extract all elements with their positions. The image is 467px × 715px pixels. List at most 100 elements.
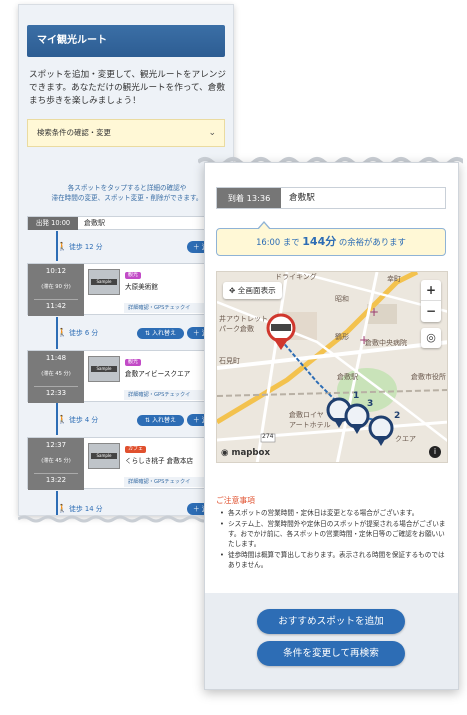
detail-link[interactable]: 詳細確認・GPSチェックイ [124,390,233,400]
walk-label: 徒歩 4 分 [69,416,99,424]
detail-link[interactable]: 詳細確認・GPSチェックイ [124,477,233,487]
info-icon[interactable]: i [429,446,441,458]
notice-pointer [258,223,270,230]
walk-icon: 🚶 [57,328,67,337]
arrival-row: 到着 13:36 倉敷駅 [216,187,446,209]
road [217,300,447,443]
divider [34,299,78,300]
start-name: 倉敷駅 [84,219,105,227]
route-marker[interactable] [344,403,370,434]
detail-link[interactable]: 詳細確認・GPSチェックイ [124,303,233,313]
map-label: 倉敷駅 [337,373,358,381]
depart-time: 11:42 [45,302,67,310]
mapbox-logo-icon: ◉ [221,448,229,458]
stay-duration: (滞在 45 分) [41,371,71,377]
note-item: 各スポットの営業時間・定休日は変更となる場合がございます。 [218,508,448,518]
walk-time: 🚶 徒歩 12 分 [57,241,103,253]
park-area [337,368,397,412]
walk-icon: 🚶 [57,242,67,251]
divider [34,386,78,387]
spot-name: 倉敷アイビースクエア [125,370,191,378]
swap-button[interactable]: ⇅ 入れ替え [137,415,184,426]
spot-time: 10:12 (滞在 90 分) 11:42 [28,264,84,316]
search-conditions-label: 検索条件の確認・変更 [37,128,111,137]
arrive-time: 10:12 [45,267,67,275]
search-conditions-toggle[interactable]: 検索条件の確認・変更 ⌄ [27,119,225,147]
map-label: クエア [395,435,416,443]
help-line-1: 各スポットをタップすると詳細の確認や [67,184,187,192]
route-list-panel: マイ観光ルート スポットを追加・変更して、観光ルートをアレンジできます。あなただ… [18,4,234,516]
walk-label: 徒歩 12 分 [69,243,103,251]
spot-name: 大原美術館 [125,283,158,291]
route-map[interactable]: + + [216,271,448,463]
walk-label: 徒歩 14 分 [69,505,103,513]
spare-minutes: 144分 [302,235,337,248]
route-marker-number: 1 [353,391,359,401]
road [217,420,447,442]
map-label: 井アウトレット [219,315,268,323]
move-icon: ✥ [229,286,236,295]
spot-thumbnail: Sample [88,443,120,469]
hospital-icon: + [369,305,379,319]
timeline-line [56,317,58,349]
thumbnail-label: Sample [91,366,117,372]
map-label: アートホテル [289,421,331,429]
start-marker[interactable] [266,313,296,350]
depart-time: 13:22 [45,476,67,484]
route-marker-number: 3 [367,399,373,409]
spot-card[interactable]: 11:48 (滞在 45 分) 12:33 Sample 観光 倉敷アイビースク… [27,350,233,403]
spot-time: 12:37 (滞在 45 分) 13:22 [28,438,84,490]
spot-thumbnail: Sample [88,356,120,382]
thumbnail-label: Sample [91,453,117,459]
swap-button[interactable]: ⇅ 入れ替え [137,328,184,339]
spot-card[interactable]: 10:12 (滞在 90 分) 11:42 Sample 観光 大原美術館 詳細… [27,263,233,316]
action-area: おすすめスポットを追加 条件を変更して再検索 [205,593,458,689]
crosshair-icon: ◎ [426,331,436,344]
spot-thumbnail: Sample [88,269,120,295]
zoom-in-button[interactable]: + [421,280,441,301]
spot-time: 11:48 (滞在 45 分) 12:33 [28,351,84,403]
map-label: パーク倉敷 [219,325,254,333]
mapbox-logo: ◉ mapbox [221,448,270,458]
route-marker[interactable] [368,415,394,446]
map-label: 石見町 [219,357,240,365]
panel-description: スポットを追加・変更して、観光ルートをアレンジできます。あなただけの観光ルートを… [29,70,226,106]
route-shield [260,433,276,443]
walk-icon: 🚶 [57,504,67,513]
chevron-down-icon: ⌄ [208,128,216,138]
start-row: 出発 10:00 倉敷駅 [27,216,233,230]
category-badge: 観光 [125,359,142,366]
block [367,304,397,324]
map-label: 274 [262,433,274,440]
add-recommended-spot-button[interactable]: おすすめスポットを追加 [257,609,405,634]
research-button[interactable]: 条件を変更して再検索 [257,641,405,666]
note-item: システム上、営業時間外や定休日のスポットが提案される場合がございます。おでかけ前… [218,519,448,549]
spare-prefix: 16:00 まで [256,237,303,247]
walk-icon: 🚶 [57,415,67,424]
timeline-line [56,491,58,515]
route-marker-number: 2 [394,411,400,421]
torn-edge [18,515,234,523]
spot-card[interactable]: 12:37 (滞在 45 分) 13:22 Sample カフェ くらしき桃子 … [27,437,233,490]
stay-duration: (滞在 45 分) [41,458,71,464]
map-label: 倉敷ロイヤ [289,411,324,419]
spare-time-notice: 16:00 まで 144分 の余裕があります [216,228,446,256]
railway [217,389,447,397]
panel-title: マイ観光ルート [27,25,225,57]
depart-time: 12:33 [45,389,67,397]
locate-button[interactable]: ◎ [421,328,441,348]
road [255,272,289,462]
spare-suffix: の余裕があります [336,237,406,247]
stay-duration: (滞在 90 分) [41,284,71,290]
arrival-badge: 到着 13:36 [217,188,281,208]
help-line-2: 滞在時間の変更、スポット変更・削除ができます。 [51,194,203,202]
thumbnail-label: Sample [91,279,117,285]
timeline-line [56,231,58,261]
zoom-out-button[interactable]: − [425,304,437,318]
walk-time: 🚶 徒歩 6 分 [57,327,98,339]
divider [34,473,78,474]
walk-time: 🚶 徒歩 4 分 [57,414,98,426]
map-label: 倉敷市役所 [411,373,446,381]
fullscreen-button[interactable]: ✥ 全画面表示 [223,282,282,299]
walk-time: 🚶 徒歩 14 分 [57,503,103,515]
